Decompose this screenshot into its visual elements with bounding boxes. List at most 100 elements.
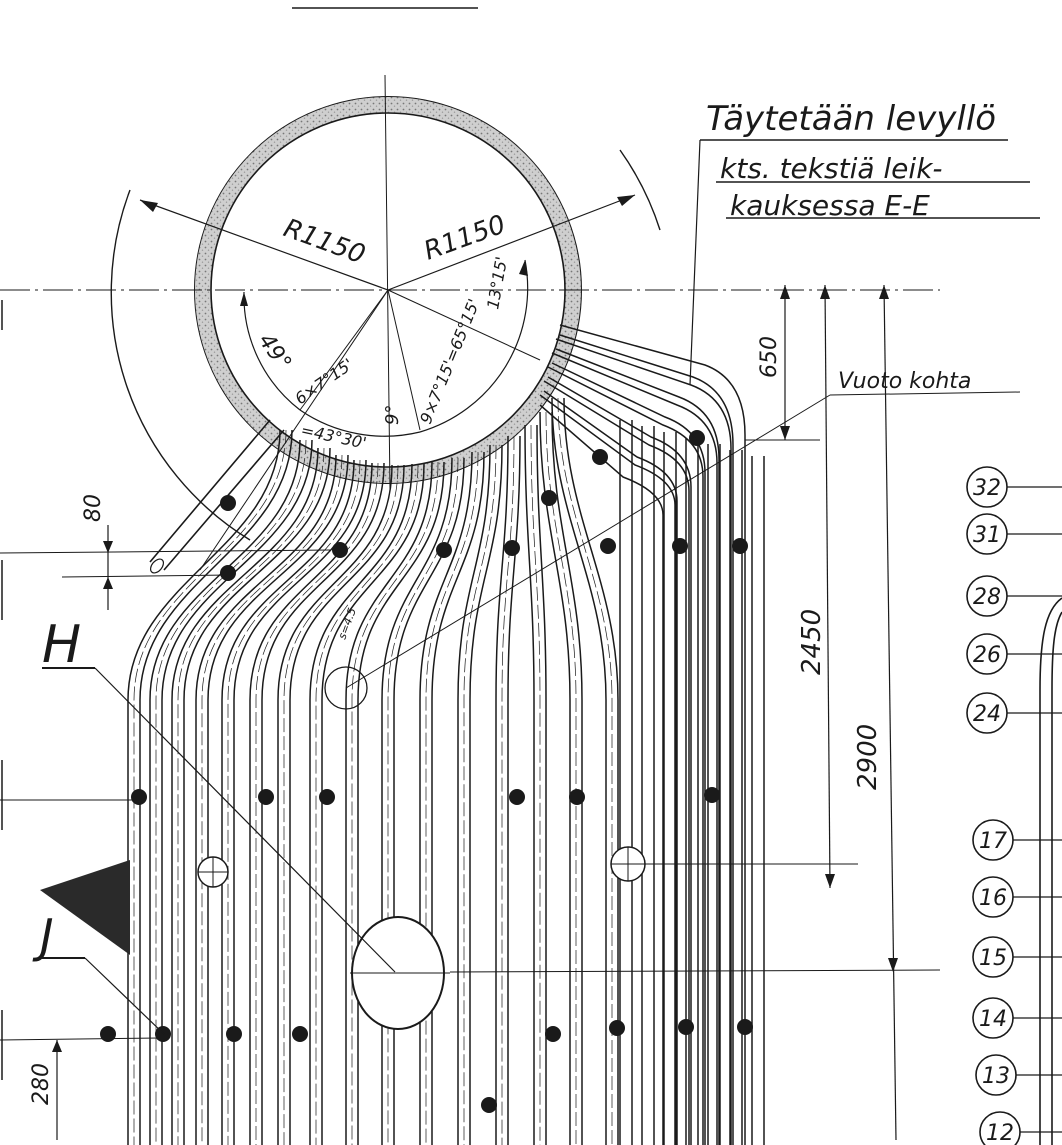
weld-dot xyxy=(689,430,705,446)
section-mark-h: H xyxy=(42,615,396,973)
tube xyxy=(551,397,619,1145)
part-balloons: 32 31 28 26 24 17 16 15 14 13 12 xyxy=(966,466,1062,1145)
stray-tube xyxy=(149,419,285,574)
tube xyxy=(539,394,676,1145)
weld-dot xyxy=(319,789,335,805)
part-balloon-32: 32 xyxy=(966,466,1062,508)
section-label-h: H xyxy=(42,615,81,675)
weld-dot xyxy=(609,1020,625,1036)
part-balloon-17: 17 xyxy=(972,819,1062,861)
tube xyxy=(543,380,690,1145)
fill-note-line-2: kts. tekstiä leik- xyxy=(720,152,943,185)
tube xyxy=(551,352,718,1145)
riser-tubes xyxy=(539,324,746,1145)
tube xyxy=(559,324,746,1145)
tube xyxy=(221,459,367,1145)
part-balloon-label: 15 xyxy=(979,946,1007,971)
right-edge-tube xyxy=(1039,597,1062,1145)
weld-dot xyxy=(545,1026,561,1042)
radius-dimension-right xyxy=(387,194,636,291)
weld-dot xyxy=(332,542,348,558)
left-edge-marks xyxy=(0,300,140,1080)
part-balloon-label: 28 xyxy=(973,585,1001,610)
inspection-hole-right xyxy=(610,846,646,882)
weld-dot xyxy=(504,540,520,556)
dimension-280-label: 280 xyxy=(29,1063,54,1105)
weld-dot xyxy=(600,538,616,554)
weld-dot xyxy=(732,538,748,554)
radius-label-left: R1150 xyxy=(280,213,369,270)
part-balloon-label: 14 xyxy=(979,1007,1007,1032)
tube xyxy=(685,438,699,1145)
tube xyxy=(641,426,655,1145)
part-balloon-label: 32 xyxy=(973,476,1001,501)
tube xyxy=(195,454,349,1145)
tube xyxy=(495,435,521,1145)
part-balloon-13: 13 xyxy=(975,1054,1062,1096)
tube xyxy=(127,429,293,1145)
angle-arc-bottom xyxy=(299,409,421,437)
weld-dot xyxy=(569,789,585,805)
weld-dot xyxy=(481,1097,497,1113)
part-balloon-label: 31 xyxy=(973,523,1001,548)
weld-dot xyxy=(436,542,452,558)
fill-note-line-1: Täytetään levyllö xyxy=(706,99,996,139)
weld-dot xyxy=(220,565,236,581)
tube xyxy=(547,366,704,1145)
dimension-650: 650 xyxy=(745,285,820,441)
part-balloon-26: 26 xyxy=(966,633,1062,675)
dimension-2900: 2900 xyxy=(449,284,941,1141)
weld-dot xyxy=(226,1026,242,1042)
dimension-80-label: 80 xyxy=(81,494,106,522)
tube xyxy=(619,420,633,1145)
pitch-label-left: 6×7°15' xyxy=(291,355,356,409)
dimension-2450-label: 2450 xyxy=(797,609,827,675)
inspection-hole-left xyxy=(197,856,229,888)
part-balloon-label: 16 xyxy=(979,886,1007,911)
part-balloon-label: 13 xyxy=(982,1064,1010,1089)
part-balloon-label: 26 xyxy=(973,643,1001,668)
pitch-label-mid: 9° xyxy=(382,405,403,425)
part-balloon-16: 16 xyxy=(972,876,1062,918)
thickness-note: s=4.5 xyxy=(336,606,359,641)
tube xyxy=(249,462,385,1145)
outer-radius-arc xyxy=(110,149,661,541)
weld-dot xyxy=(541,490,557,506)
tube xyxy=(729,450,743,1145)
tube xyxy=(345,461,445,1145)
angle-label-left: 49° xyxy=(253,329,296,375)
part-balloon-14: 14 xyxy=(972,997,1062,1039)
weld-dot xyxy=(131,789,147,805)
tube xyxy=(539,411,583,1145)
section-label-j: J xyxy=(32,909,54,963)
leak-marker xyxy=(324,391,1021,710)
angle-arc-right xyxy=(419,259,529,433)
dimension-2450: 2450 xyxy=(640,284,858,889)
part-balloon-31: 31 xyxy=(966,513,1062,555)
part-balloon-12: 12 xyxy=(979,1111,1062,1145)
tube xyxy=(309,463,425,1145)
part-balloon-15: 15 xyxy=(972,936,1062,978)
tube xyxy=(751,456,765,1145)
angle-arc-left xyxy=(243,291,301,411)
weld-dot xyxy=(509,789,525,805)
manhole-opening xyxy=(350,916,450,1030)
leak-label: Vuoto kohta xyxy=(838,369,971,394)
dimension-80: 80 xyxy=(0,494,331,610)
tube xyxy=(277,464,405,1145)
part-balloon-label: 24 xyxy=(973,702,1001,727)
part-balloon-24: 24 xyxy=(966,692,1062,734)
weld-dot xyxy=(100,1026,116,1042)
tube xyxy=(663,432,677,1145)
tube xyxy=(555,338,732,1145)
tube-bundle xyxy=(100,397,765,1145)
part-balloon-28: 28 xyxy=(966,575,1062,617)
weld-dot xyxy=(258,789,274,805)
part-balloon-label: 12 xyxy=(986,1121,1014,1145)
part-balloon-label: 17 xyxy=(979,829,1007,854)
dimension-2900-label: 2900 xyxy=(853,724,883,790)
tube xyxy=(381,457,465,1145)
dimension-650-label: 650 xyxy=(757,336,782,378)
dimension-280: 280 xyxy=(0,1037,161,1140)
weld-dot xyxy=(292,1026,308,1042)
